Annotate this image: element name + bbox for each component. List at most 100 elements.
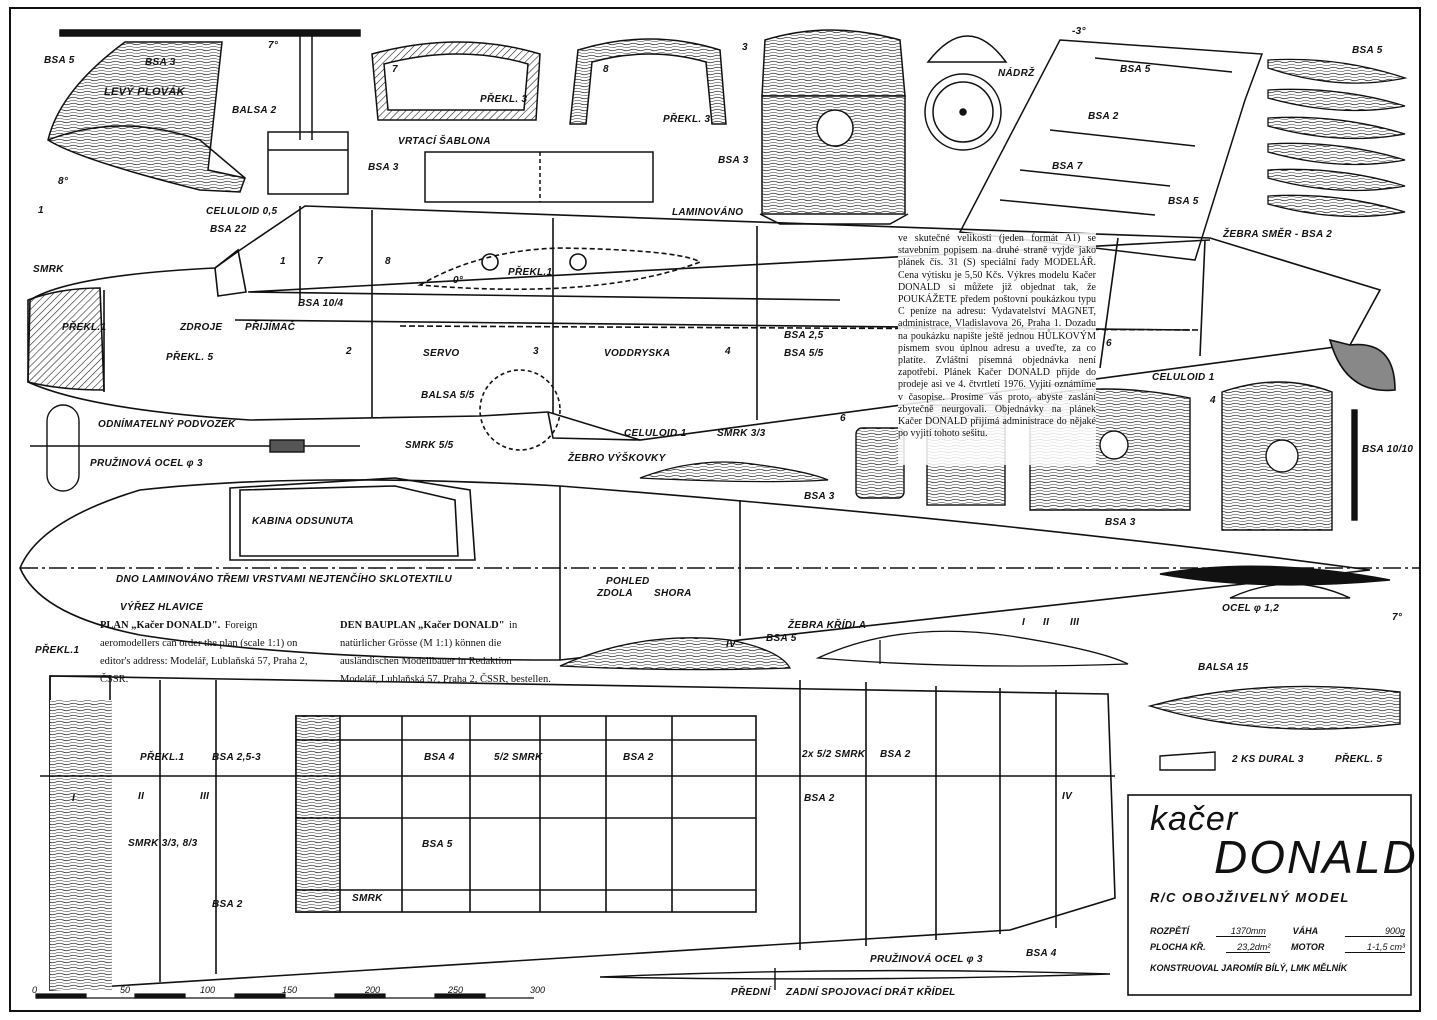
label-smrk52: 5/2 SMRK <box>494 752 543 763</box>
label-prijimac: PŘIJÍMAČ <box>245 322 296 333</box>
label-frame-6: 6 <box>1106 338 1112 349</box>
label-bsa2-b: BSA 2 <box>623 752 654 763</box>
label-frame-2: 2 <box>346 346 352 357</box>
label-frame-1: 1 <box>280 256 286 267</box>
label-bsa2-a: BSA 2 <box>1088 111 1119 122</box>
drawing-frame <box>9 7 1421 1012</box>
scale-bar <box>35 993 534 999</box>
label-bsa3-d: BSA 3 <box>804 491 835 502</box>
wing-ribs <box>559 630 1129 671</box>
label-dno: DNO LAMINOVÁNO TŘEMI VRSTVAMI NEJTENČÍHO… <box>116 574 452 585</box>
label-bsa5-e: BSA 5 <box>766 633 797 644</box>
spec-weight-label: VÁHA <box>1292 926 1319 936</box>
joiner-wire <box>599 968 1111 990</box>
label-prekl1-a: PŘEKL.1 <box>62 322 107 333</box>
label-balsa2: BALSA 2 <box>232 105 277 116</box>
label-bsa55: BSA 5/5 <box>784 348 824 359</box>
label-bsa2-e: BSA 2 <box>212 899 243 910</box>
scale-tick-0: 0 <box>32 985 38 995</box>
label-prekl3-b: PŘEKL. 3 <box>663 114 711 125</box>
label-bsa104: BSA 10/4 <box>298 298 344 309</box>
spec-motor-label: MOTOR <box>1290 942 1325 952</box>
label-bsa3-b: BSA 3 <box>718 155 749 166</box>
label-dural: 2 KS DURAL 3 <box>1232 754 1304 765</box>
label-rib-iv-b: IV <box>1062 791 1073 802</box>
scale-tick-150: 150 <box>282 985 298 995</box>
german-note-head: DEN BAUPLAN „Kačer DONALD" <box>340 620 505 631</box>
label-bsa5-c: BSA 5 <box>1168 196 1199 207</box>
label-prekl1-c: PŘEKL.1 <box>35 645 80 656</box>
label-zebra-kridla: ŽEBRA KŘÍDLA <box>788 620 867 631</box>
spec-span-value: 1370mm <box>1215 926 1266 937</box>
label-balsa15: BALSA 15 <box>1198 662 1249 673</box>
scale-tick-250: 250 <box>448 985 464 995</box>
fuselage-plan-view <box>19 477 1420 661</box>
label-bsa22: BSA 22 <box>210 224 247 235</box>
label-bsa5-a: BSA 5 <box>44 55 75 66</box>
spec-span-label: ROZPĚTÍ <box>1150 926 1190 936</box>
label-celuloid1-b: CELULOID 1 <box>624 428 687 439</box>
label-levy-plovak: LEVÝ PLOVÁK <box>104 86 185 98</box>
english-note-body: Foreign aeromodellers can order the plan… <box>100 620 308 685</box>
label-minus3: -3° <box>1072 26 1086 37</box>
label-bsa7: BSA 7 <box>1052 161 1083 172</box>
label-bsa5-d: BSA 5 <box>1352 45 1383 56</box>
left-float-drawing <box>47 29 361 195</box>
scale-tick-300: 300 <box>530 985 546 995</box>
label-seven-deg: 7° <box>268 40 279 51</box>
wing-planform <box>40 675 1116 991</box>
wing-joiner-parts <box>1147 583 1401 771</box>
label-bsa1010: BSA 10/10 <box>1362 444 1414 455</box>
label-celuloid05: CELULOID 0,5 <box>206 206 278 217</box>
label-pruzinova-b: PRUŽINOVÁ OCEL φ 3 <box>870 954 983 965</box>
label-ocel12: OCEL φ 1,2 <box>1222 603 1280 614</box>
label-bsa4-a: BSA 4 <box>424 752 455 763</box>
label-frame-4: 4 <box>725 346 731 357</box>
label-rib-iii-a: III <box>1070 617 1080 628</box>
label-bsa2-d: BSA 2 <box>804 793 835 804</box>
german-note: DEN BAUPLAN „Kačer DONALD" in natürliche… <box>340 615 552 687</box>
designer-credit: KONSTRUOVAL JAROMÍR BÍLÝ, LMK MĚLNÍK <box>1150 963 1348 973</box>
label-smrk-b: SMRK <box>352 893 383 904</box>
label-pruzinova-a: PRUŽINOVÁ OCEL φ 3 <box>90 458 203 469</box>
label-frame-7b: 7 <box>317 256 323 267</box>
scale-tick-100: 100 <box>200 985 216 995</box>
rudder-ribs <box>1267 58 1408 218</box>
label-prekl1-b: PŘEKL.1 <box>508 267 553 278</box>
label-seven-b: 7° <box>1392 612 1403 623</box>
label-bsa25: BSA 2,5 <box>784 330 824 341</box>
label-kabina: KABINA ODSUNUTA <box>252 516 354 527</box>
label-zero-deg: 0° <box>453 275 464 286</box>
spec-area-value: 23,2dm² <box>1226 942 1271 953</box>
title-big: DONALD <box>1214 831 1418 883</box>
label-odnimatelny: ODNÍMATELNÝ PODVOZEK <box>98 419 236 430</box>
label-smrk3383: SMRK 3/3, 8/3 <box>128 838 198 849</box>
label-eight-deg: 8° <box>58 176 69 187</box>
label-frame-3: 3 <box>533 346 539 357</box>
label-shora: SHORA <box>654 588 692 599</box>
label-bsa5-f: BSA 5 <box>422 839 453 850</box>
label-smrk-a: SMRK <box>33 264 64 275</box>
spec-area-label: PLOCHA KŘ. <box>1150 942 1206 952</box>
label-bsa3-a: BSA 3 <box>145 57 176 68</box>
label-servo: SERVO <box>423 348 460 359</box>
label-bsa3-e: BSA 3 <box>1105 517 1136 528</box>
label-zebra-smer: ŽEBRA SMĚR - BSA 2 <box>1223 229 1333 240</box>
label-bulkhead-3: 3 <box>742 42 748 53</box>
label-predni: PŘEDNÍ <box>731 987 771 998</box>
label-smrk55: SMRK 5/5 <box>405 440 454 451</box>
label-prekl3-a: PŘEKL. 3 <box>480 94 528 105</box>
label-prekl1-d: PŘEKL.1 <box>140 752 185 763</box>
label-balsa55: BALSA 5/5 <box>421 390 475 401</box>
label-rib-ii-b: II <box>138 791 145 802</box>
title-block-frame <box>1127 794 1412 996</box>
scale-tick-50: 50 <box>120 985 131 995</box>
label-rib-ii-a: II <box>1043 617 1050 628</box>
label-bsa5-b: BSA 5 <box>1120 64 1151 75</box>
label-rib-iv-a: IV <box>726 639 737 650</box>
label-bsa253: BSA 2,5-3 <box>212 752 262 763</box>
label-bulk-6: 6 <box>840 413 846 424</box>
label-vrtaci: VRTACÍ ŠABLONA <box>398 136 491 147</box>
german-note-body: in natürlicher Grösse (M 1:1) können die… <box>340 620 551 685</box>
